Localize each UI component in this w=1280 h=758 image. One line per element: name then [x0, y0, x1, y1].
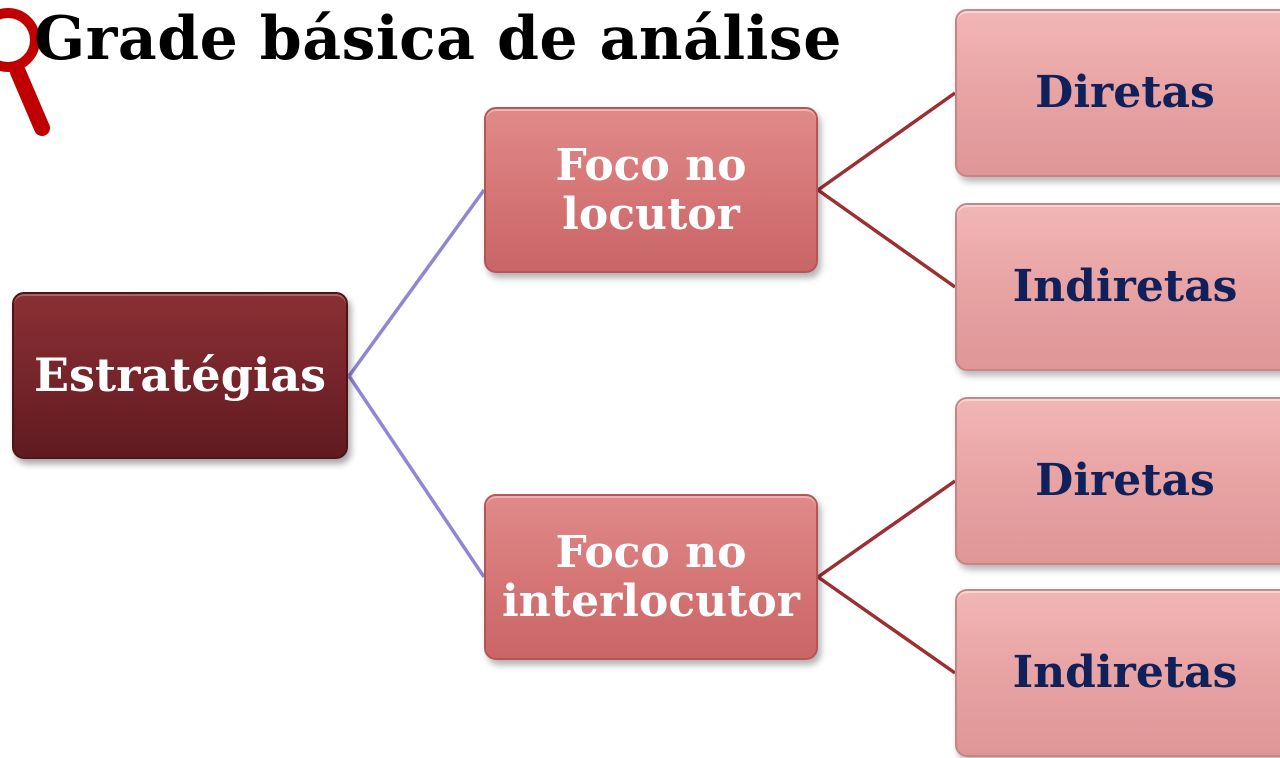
node-foco-interlocutor: Foco no interlocutor — [484, 494, 818, 660]
connector-interlocutor-to-diretas — [816, 479, 957, 579]
node-estrategias-label: Estratégias — [33, 347, 327, 402]
magnifier-icon — [0, 8, 50, 136]
node-interlocutor-diretas-label: Diretas — [1035, 455, 1215, 507]
node-foco-locutor: Foco no locutor — [484, 107, 818, 273]
connector-locutor-to-diretas — [816, 91, 957, 192]
page-title: Grade básica de análise — [34, 4, 842, 74]
node-interlocutor-indiretas: Indiretas — [955, 589, 1280, 757]
connector-interlocutor-to-indiretas — [816, 575, 957, 675]
connector-root-to-locutor — [347, 188, 486, 378]
node-locutor-diretas: Diretas — [955, 9, 1280, 177]
node-interlocutor-indiretas-label: Indiretas — [1012, 647, 1238, 699]
node-foco-locutor-label: Foco no locutor — [555, 139, 747, 240]
node-locutor-indiretas-label: Indiretas — [1012, 261, 1238, 313]
node-locutor-diretas-label: Diretas — [1035, 67, 1215, 119]
node-locutor-indiretas: Indiretas — [955, 203, 1280, 371]
connector-root-to-interlocutor — [347, 375, 486, 578]
connector-locutor-to-indiretas — [816, 188, 957, 289]
node-foco-interlocutor-label: Foco no interlocutor — [502, 526, 800, 627]
node-interlocutor-diretas: Diretas — [955, 397, 1280, 565]
node-estrategias: Estratégias — [12, 292, 348, 459]
